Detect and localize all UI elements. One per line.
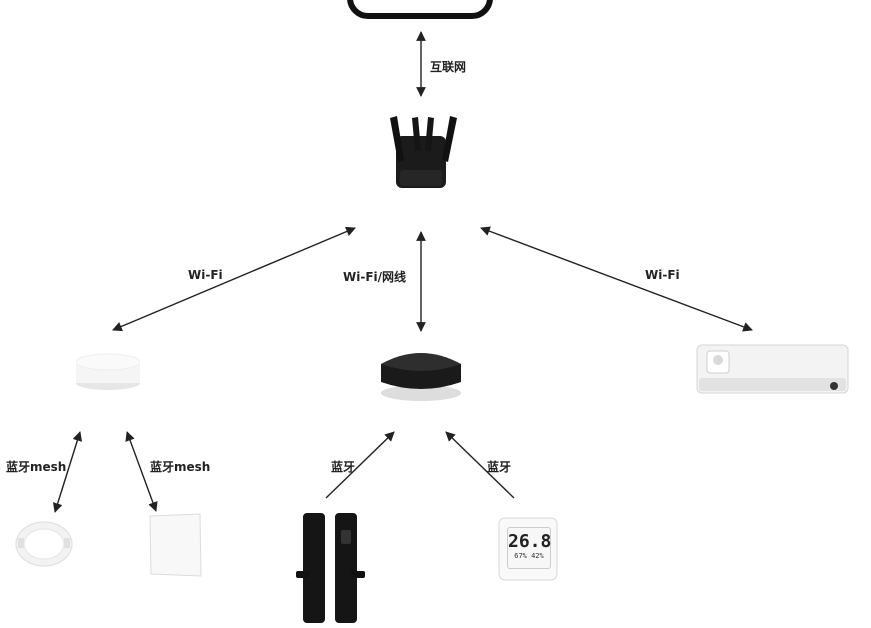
label-wifi-left: Wi-Fi [188,268,223,282]
smart-lock-icon [296,513,365,623]
downlight-icon [15,521,73,567]
mesh-gateway-icon [75,353,141,390]
arrow-gateway-downlight [52,431,83,513]
label-ble-mesh-1: 蓝牙mesh [6,460,67,474]
label-ble-mesh-2: 蓝牙mesh [150,460,211,474]
label-wifi-center: Wi-Fi/网线 [343,270,407,284]
internet-node [347,0,493,19]
label-ble-2: 蓝牙 [487,460,512,474]
label-wifi-right: Wi-Fi [645,268,680,282]
thermometer-subtitle: 67% 42% [514,552,544,560]
air-conditioner-icon [696,344,849,394]
thermometer-temperature: 26.8 [508,531,552,552]
arrow-lock-hub [325,431,395,499]
arrow-thermometer-hub [445,431,515,499]
wall-switch-icon [149,513,202,577]
arrow-router-mesh-gateway [112,226,356,332]
label-internet: 互联网 [430,60,467,74]
thermometer-display: 26.8 67% 42% [507,527,551,569]
hub-icon [381,353,461,401]
label-ble-1: 蓝牙 [331,460,356,474]
arrow-gateway-switch [125,431,158,512]
arrow-router-aircon [480,226,753,332]
router-icon [390,116,457,188]
